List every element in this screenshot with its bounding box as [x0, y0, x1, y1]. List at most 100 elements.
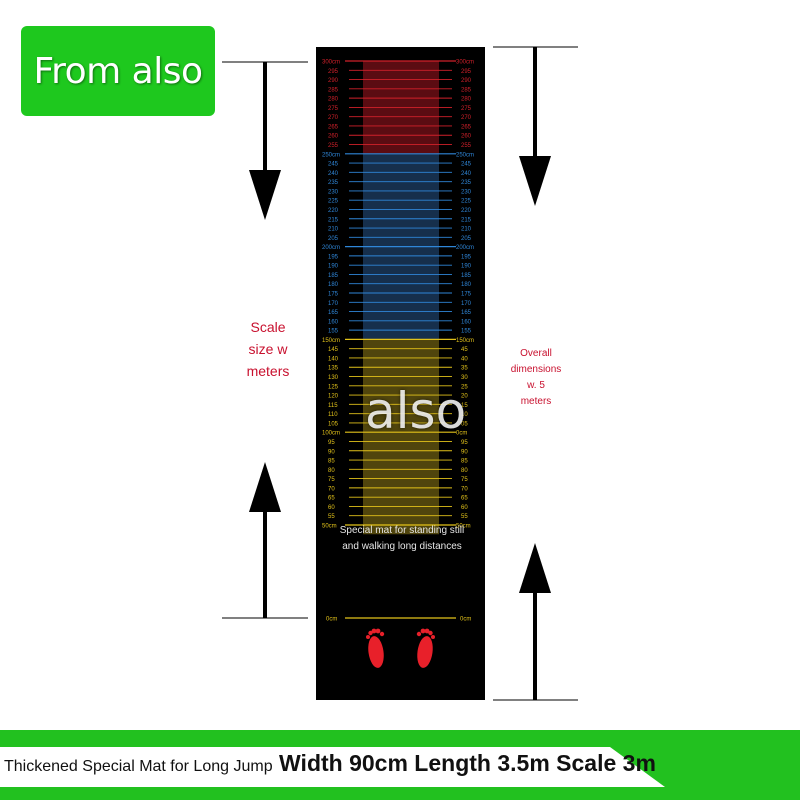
center-band-yellow [363, 339, 439, 535]
footprints-icon [366, 628, 435, 668]
scale-label-right: 270 [461, 115, 472, 121]
scale-label-left: 75 [328, 477, 335, 483]
scale-label-right: 20 [461, 394, 468, 400]
scale-label-left: 245 [328, 162, 339, 168]
scale-label-left: 85 [328, 459, 335, 465]
mat-diagram: 300cm295290285280275270265260255250cm245… [222, 46, 578, 701]
scale-label-right: 200cm [456, 245, 474, 251]
scale-label-right: 280 [461, 97, 472, 103]
scale-label-left: 100cm [322, 431, 340, 437]
scale-label-right: 150cm [456, 338, 474, 344]
watermark: also [365, 382, 467, 440]
scale-label-right: 275 [461, 106, 472, 112]
scale-label-left: 280 [328, 97, 339, 103]
scale-label-left: 170 [328, 301, 339, 307]
scale-label-left: 260 [328, 134, 339, 140]
overall-dimensions-line: meters [520, 396, 552, 407]
scale-label-left: 295 [328, 69, 339, 75]
scale-label-right: 65 [461, 496, 468, 502]
scale-label-right: 40 [461, 356, 468, 362]
scale-label-left: 190 [328, 264, 339, 270]
scale-label-right: 185 [461, 273, 472, 279]
scale-label-right: 60 [461, 505, 468, 511]
scale-label-left: 125 [328, 384, 339, 390]
overall-dimensions-line: Overall [520, 348, 552, 359]
banner-specs: Width 90cm Length 3.5m Scale 3m [279, 750, 656, 776]
scale-label-left: 175 [328, 292, 339, 298]
banner-panel [0, 747, 665, 787]
scale-label-right: 190 [461, 264, 472, 270]
scale-label-right: 285 [461, 87, 472, 93]
scale-label-right: 245 [461, 162, 472, 168]
scale-label-right: 80 [461, 468, 468, 474]
mat-caption-line: Special mat for standing still [339, 525, 465, 536]
scale-label-left: 285 [328, 87, 339, 93]
scale-label-left: 255 [328, 143, 339, 149]
scale-label-left: 80 [328, 468, 335, 474]
scale-label-left: 135 [328, 366, 339, 372]
scale-label-left: 275 [328, 106, 339, 112]
scale-label-right: 195 [461, 254, 472, 260]
scale-labels-left: 300cm295290285280275270265260255250cm245… [322, 60, 340, 530]
scale-label-right: 180 [461, 282, 472, 288]
scale-label-left: 95 [328, 440, 335, 446]
scale-label-right: 35 [461, 366, 468, 372]
scale-label-left: 130 [328, 375, 339, 381]
scale-label-left: 265 [328, 124, 339, 130]
scale-label-left: 290 [328, 78, 339, 84]
scale-label-left: 205 [328, 236, 339, 242]
scale-size-line: Scale [250, 319, 286, 335]
mat-caption: Special mat for standing still and walki… [316, 523, 488, 555]
scale-label-right: 290 [461, 78, 472, 84]
scale-label-right: 255 [461, 143, 472, 149]
scale-label-left: 145 [328, 347, 339, 353]
center-bands [363, 61, 439, 535]
scale-label-right: 260 [461, 134, 472, 140]
scale-label-left: 120 [328, 394, 339, 400]
scale-label-right: 210 [461, 227, 472, 233]
scale-label-left: 225 [328, 199, 339, 205]
scale-label-left: 50cm [322, 524, 337, 530]
scale-label-left: 60 [328, 505, 335, 511]
scale-label-left: 200cm [322, 245, 340, 251]
left-foot-icon [366, 628, 385, 668]
right-foot-icon [416, 628, 435, 668]
scale-label-left: 160 [328, 319, 339, 325]
scale-label-left: 230 [328, 189, 339, 195]
scale-label-left: 90 [328, 449, 335, 455]
scale-label-right: 250cm [456, 152, 474, 158]
scale-label-right: 230 [461, 189, 472, 195]
scale-size-line: meters [246, 363, 290, 379]
scale-label-left: 55 [328, 514, 335, 520]
scale-label-right: 240 [461, 171, 472, 177]
scale-label-left: 250cm [322, 152, 340, 158]
overall-dimensions-label: Overall dimensions w. 5 meters [505, 346, 567, 410]
arrow-down-icon [519, 156, 551, 206]
scale-lines [345, 60, 456, 526]
brand-badge: From also [21, 26, 215, 116]
scale-label-left: 195 [328, 254, 339, 260]
scale-label-right: 15 [461, 403, 468, 409]
scale-label-right: 170 [461, 301, 472, 307]
scale-label-right: 0cm [456, 431, 467, 437]
dimension-guides [222, 46, 578, 701]
scale-label-left: 240 [328, 171, 339, 177]
scale-label-left: 110 [328, 412, 338, 418]
scale-label-right: 155 [461, 329, 472, 335]
scale-label-right: 85 [461, 459, 468, 465]
scale-label-left: 220 [328, 208, 339, 214]
scale-label-left: 115 [328, 403, 338, 409]
arrow-down-icon [249, 170, 281, 220]
scale-label-right: 300cm [456, 60, 474, 66]
scale-label-right: 25 [461, 384, 468, 390]
scale-label-right: 90 [461, 449, 468, 455]
scale-label-right: 70 [461, 486, 468, 492]
banner-subtitle: Thickened Special Mat for Long Jump [4, 758, 273, 775]
scale-label-right: 295 [461, 69, 472, 75]
zero-label-left: 0cm [326, 617, 337, 623]
scale-label-right: 215 [461, 217, 472, 223]
arrow-up-icon [519, 543, 551, 593]
scale-label-left: 165 [328, 310, 339, 316]
overall-dimensions-line: w. 5 [527, 380, 545, 391]
scale-label-left: 235 [328, 180, 339, 186]
